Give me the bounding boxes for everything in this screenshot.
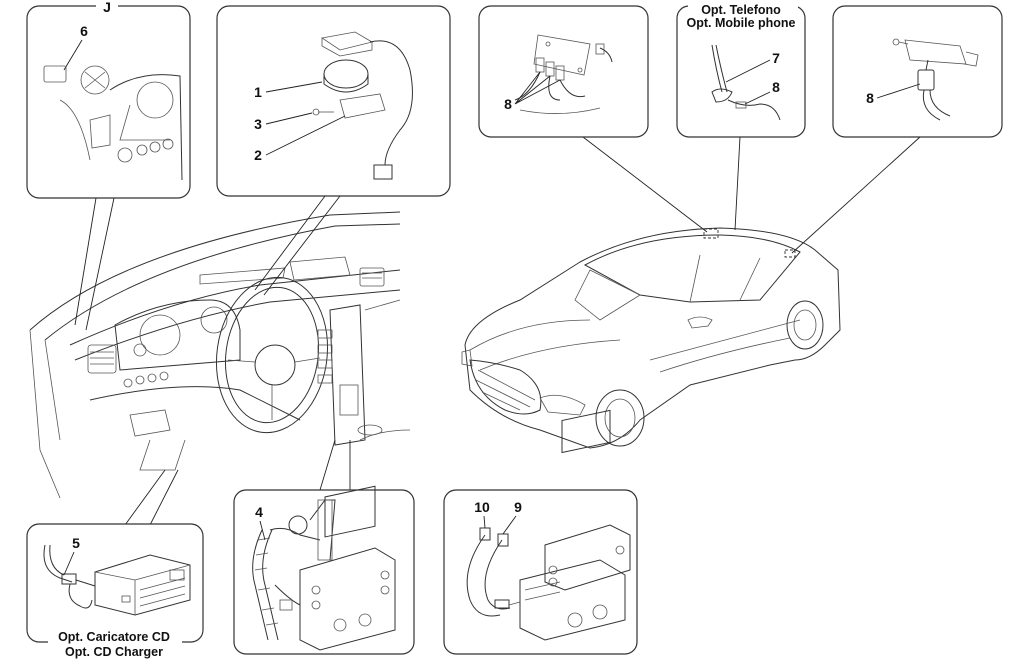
callout-5: 5: [72, 535, 80, 551]
detail-box-j: J 6: [26, 0, 191, 199]
detail-box-wiring-harness: 4: [233, 485, 415, 655]
callout-1: 1: [254, 84, 262, 100]
caption-cd-en: Opt. CD Charger: [65, 645, 163, 659]
callout-6: 6: [80, 23, 88, 39]
callout-j: J: [103, 0, 111, 15]
caption-phone-en: Opt. Mobile phone: [686, 16, 795, 30]
callout-3: 3: [254, 116, 262, 132]
callout-10: 10: [474, 499, 490, 515]
callout-8-rear: 8: [866, 90, 874, 106]
callout-2: 2: [254, 147, 262, 163]
car-drawing: [461, 227, 841, 449]
callout-9: 9: [514, 499, 522, 515]
detail-box-cd-charger: 5 Opt. Caricatore CD Opt. CD Charger: [26, 523, 204, 662]
callout-7: 7: [772, 50, 780, 66]
callout-8-phone: 8: [772, 79, 780, 95]
detail-box-gps-antenna: 1 3 2: [216, 5, 451, 197]
callout-4: 4: [255, 504, 263, 520]
caption-phone-it: Opt. Telefono: [701, 3, 781, 17]
detail-box-antenna-cables: 10 9: [443, 409, 638, 655]
detail-box-phone-antenna: Opt. Telefono Opt. Mobile phone 7 8: [676, 0, 806, 138]
detail-box-rear-connector: 8: [832, 5, 1003, 138]
dashboard-drawing: [29, 211, 411, 499]
callout-8-roof: 8: [504, 96, 512, 112]
connector-lines: [74, 136, 921, 526]
detail-box-roof-connectors: 8: [478, 5, 649, 138]
caption-cd-it: Opt. Caricatore CD: [58, 630, 170, 644]
